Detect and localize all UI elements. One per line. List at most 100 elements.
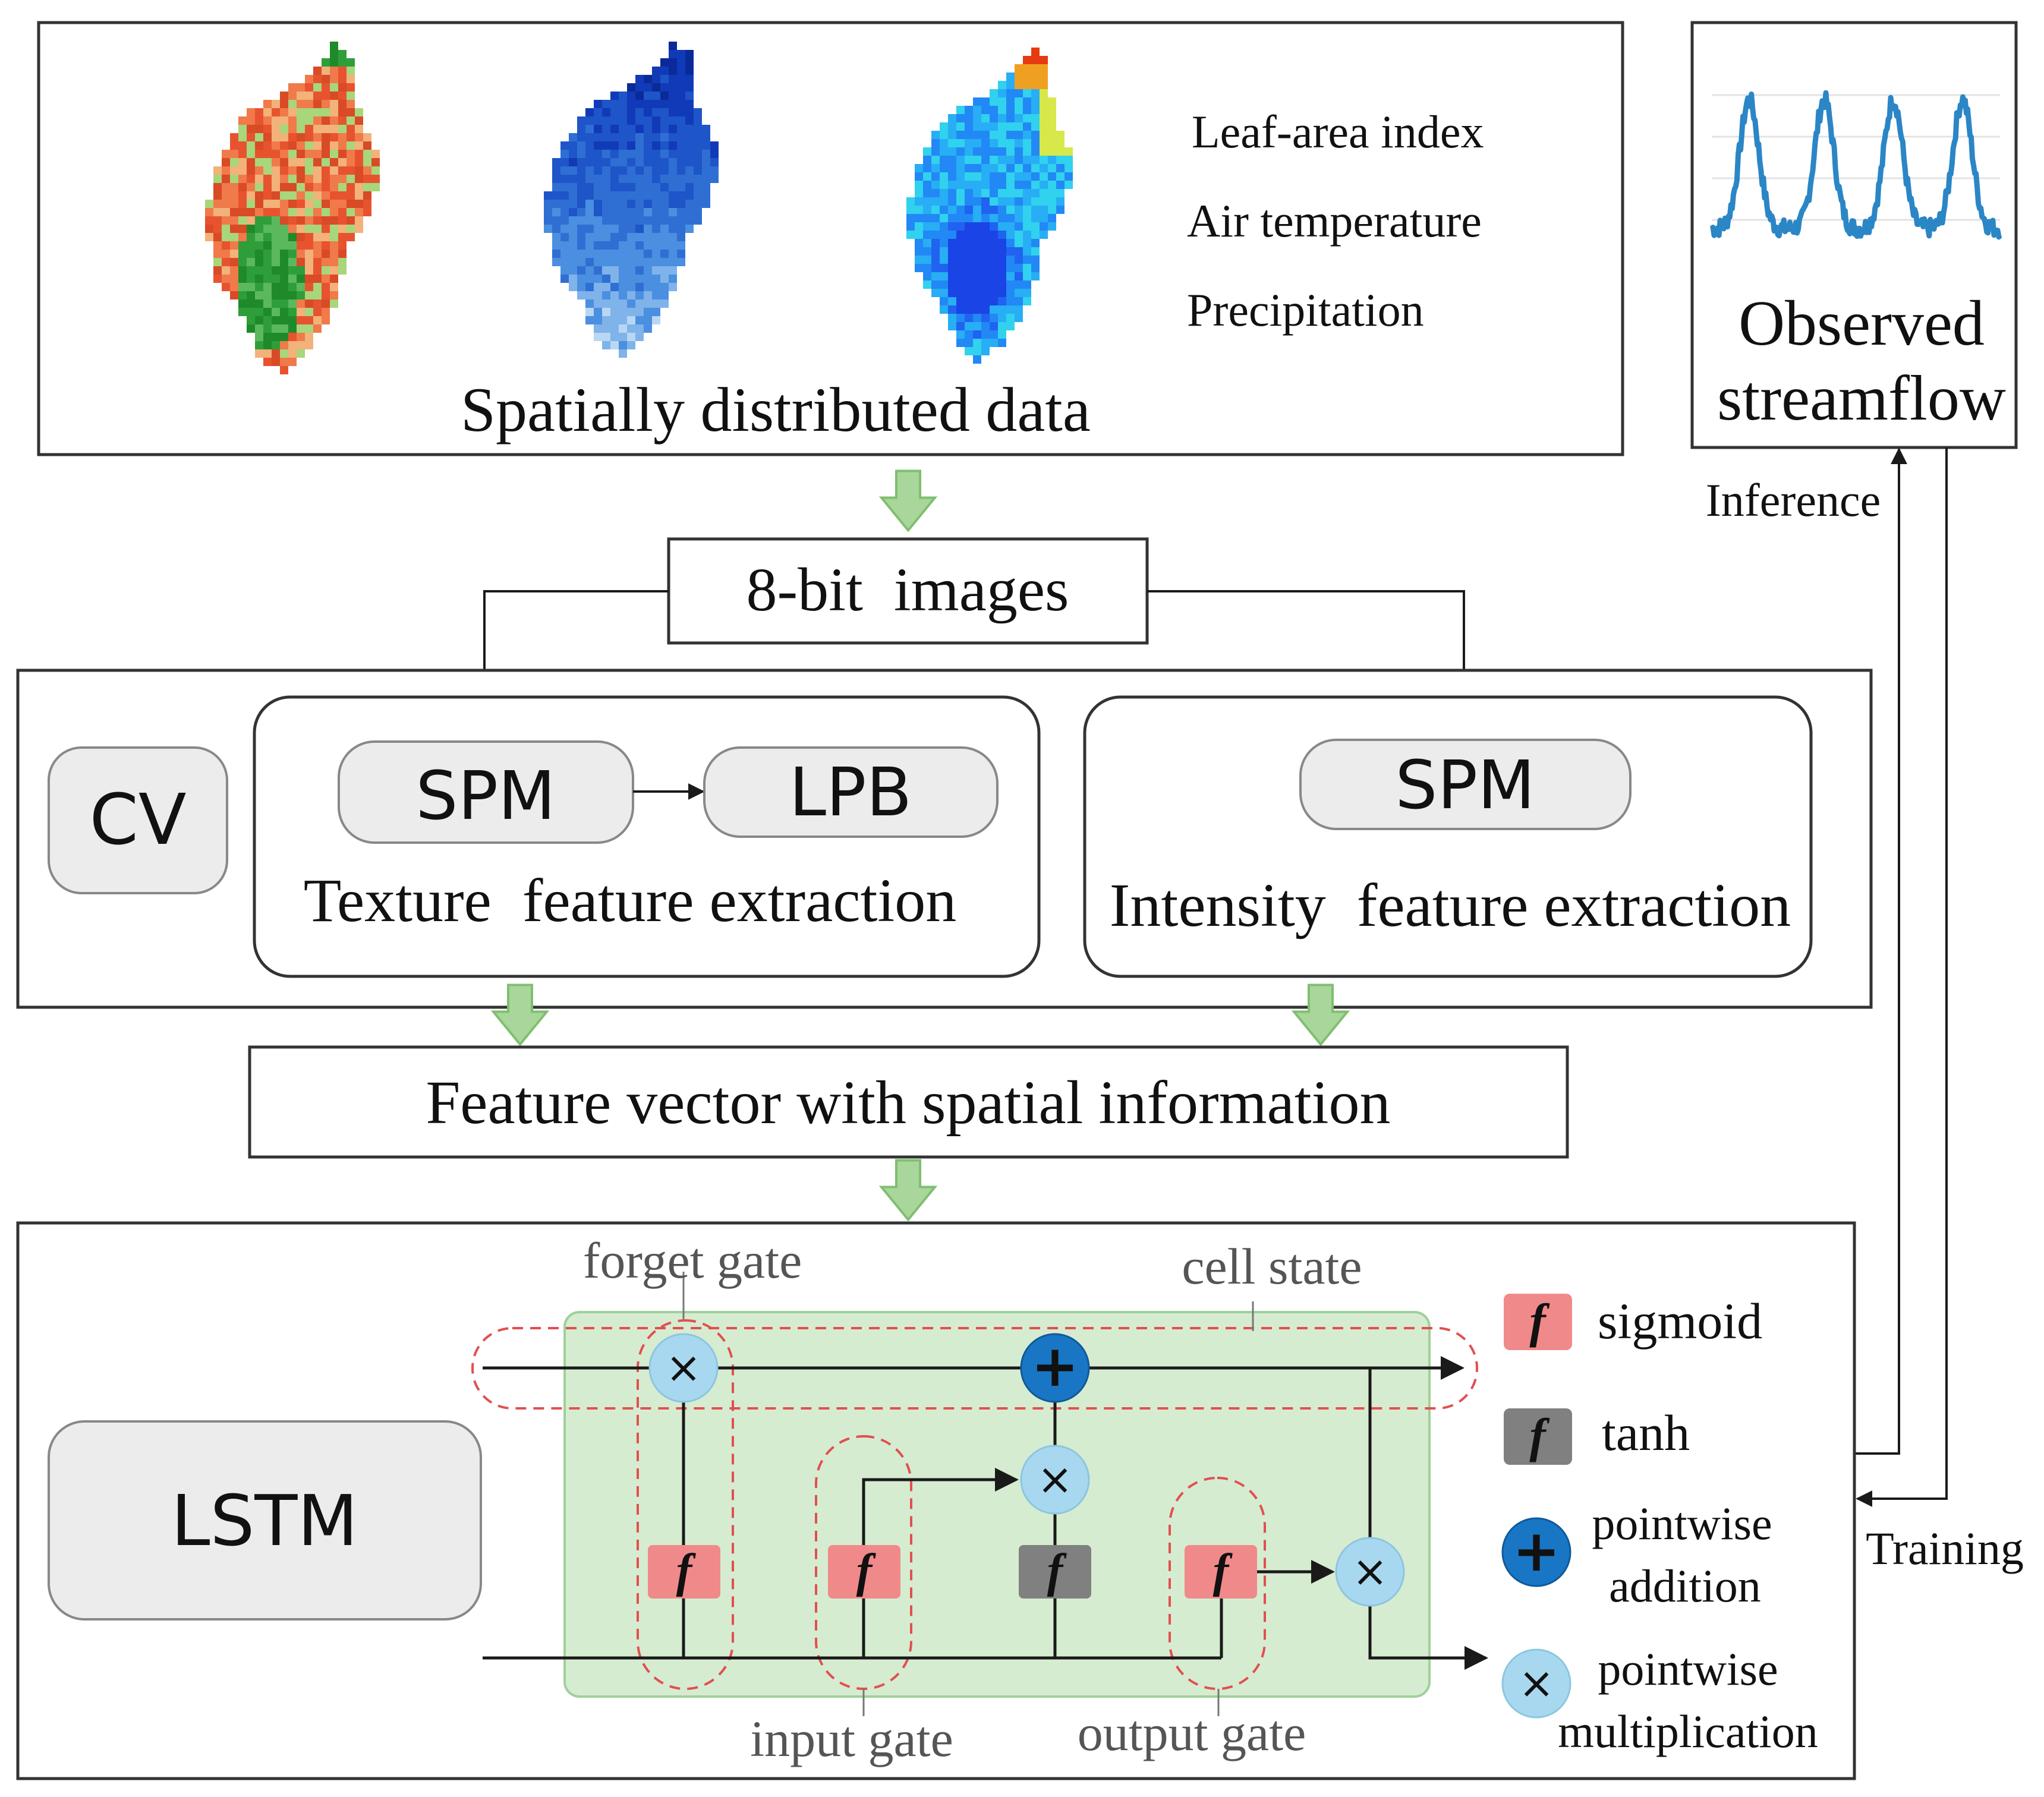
map-pixel bbox=[347, 92, 355, 100]
map-pixel bbox=[956, 264, 965, 272]
map-pixel bbox=[694, 166, 702, 175]
map-pixel bbox=[627, 233, 635, 241]
map-pixel bbox=[313, 208, 322, 216]
images-label: 8-bit images bbox=[746, 556, 1069, 624]
map-pixel bbox=[627, 250, 635, 258]
map-pixel bbox=[940, 206, 948, 214]
map-pixel bbox=[1006, 206, 1015, 214]
map-pixel bbox=[552, 233, 560, 241]
map-pixel bbox=[619, 349, 627, 358]
map-pixel bbox=[288, 158, 297, 166]
map-pixel bbox=[998, 181, 1006, 189]
map-pixel bbox=[998, 97, 1006, 106]
map-pixel bbox=[602, 141, 610, 150]
map-pixel bbox=[973, 181, 981, 189]
map-pixel bbox=[297, 141, 305, 150]
map-pixel bbox=[1023, 72, 1031, 81]
map-pixel bbox=[660, 67, 669, 75]
map-pixel bbox=[1064, 181, 1073, 189]
map-pixel bbox=[338, 75, 347, 83]
map-pixel bbox=[669, 250, 677, 258]
map-pixel bbox=[594, 125, 602, 133]
map-pixel bbox=[652, 266, 660, 275]
map-pixel bbox=[956, 247, 965, 256]
map-pixel bbox=[347, 100, 355, 108]
map-pixel bbox=[560, 225, 569, 233]
map-pixel bbox=[685, 150, 694, 158]
map-pixel bbox=[998, 289, 1006, 297]
map-pixel bbox=[702, 150, 710, 158]
map-pixel bbox=[585, 275, 594, 283]
map-pixel bbox=[973, 247, 981, 256]
legend-add-line1: pointwise bbox=[1592, 1498, 1772, 1549]
map-pixel bbox=[222, 200, 230, 208]
map-pixel bbox=[347, 141, 355, 150]
map-pixel bbox=[238, 116, 247, 125]
map-pixel bbox=[338, 133, 347, 141]
map-pixel bbox=[677, 216, 685, 225]
map-pixel bbox=[322, 150, 330, 158]
map-pixel bbox=[322, 100, 330, 108]
map-pixel bbox=[347, 191, 355, 200]
map-pixel bbox=[619, 141, 627, 150]
map-pixel bbox=[998, 122, 1006, 131]
map-pixel bbox=[305, 166, 313, 175]
map-pixel bbox=[238, 283, 247, 291]
map-pixel bbox=[652, 208, 660, 216]
map-pixel bbox=[338, 166, 347, 175]
map-pixel bbox=[956, 164, 965, 172]
map-pixel bbox=[272, 241, 280, 250]
map-pixel bbox=[981, 256, 990, 264]
map-pixel bbox=[973, 97, 981, 106]
map-pixel bbox=[965, 197, 973, 206]
map-pixel bbox=[205, 225, 213, 233]
map-pixel bbox=[981, 131, 990, 139]
map-pixel bbox=[1031, 114, 1040, 122]
map-pixel bbox=[644, 275, 652, 283]
map-pixel bbox=[280, 241, 288, 250]
map-pixel bbox=[685, 200, 694, 208]
map-pixel bbox=[956, 314, 965, 322]
map-pixel bbox=[255, 225, 263, 233]
map-pixel bbox=[998, 114, 1006, 122]
map-pixel bbox=[1023, 239, 1031, 247]
map-pixel bbox=[702, 133, 710, 141]
legend-tanh-label: tanh bbox=[1602, 1404, 1690, 1461]
map-pixel bbox=[222, 241, 230, 250]
map-pixel bbox=[330, 133, 338, 141]
map-pixel bbox=[585, 316, 594, 324]
map-pixel bbox=[222, 208, 230, 216]
map-pixel bbox=[610, 166, 619, 175]
map-pixel bbox=[973, 147, 981, 156]
map-pixel bbox=[585, 225, 594, 233]
map-pixel bbox=[1015, 272, 1023, 280]
map-pixel bbox=[305, 116, 313, 125]
map-pixel bbox=[627, 283, 635, 291]
map-pixel bbox=[965, 256, 973, 264]
map-pixel bbox=[677, 83, 685, 92]
map-pixel bbox=[594, 116, 602, 125]
map-pixel bbox=[280, 291, 288, 300]
map-pixel bbox=[263, 208, 272, 216]
map-pixel bbox=[981, 264, 990, 272]
map-pixel bbox=[644, 191, 652, 200]
map-pixel bbox=[669, 241, 677, 250]
map-pixel bbox=[585, 250, 594, 258]
map-pixel bbox=[627, 108, 635, 116]
map-pixel bbox=[338, 266, 347, 275]
map-pixel bbox=[660, 250, 669, 258]
map-pixel bbox=[610, 141, 619, 150]
map-pixel bbox=[272, 266, 280, 275]
map-pixel bbox=[297, 241, 305, 250]
map-pixel bbox=[627, 92, 635, 100]
map-pixel bbox=[577, 233, 585, 241]
map-pixel bbox=[272, 125, 280, 133]
map-pixel bbox=[990, 206, 998, 214]
map-pixel bbox=[213, 250, 222, 258]
map-pixel bbox=[280, 308, 288, 316]
map-pixel bbox=[990, 114, 998, 122]
map-pixel bbox=[560, 200, 569, 208]
map-pixel bbox=[948, 272, 956, 280]
map-pixel bbox=[347, 225, 355, 233]
map-pixel bbox=[247, 108, 255, 116]
